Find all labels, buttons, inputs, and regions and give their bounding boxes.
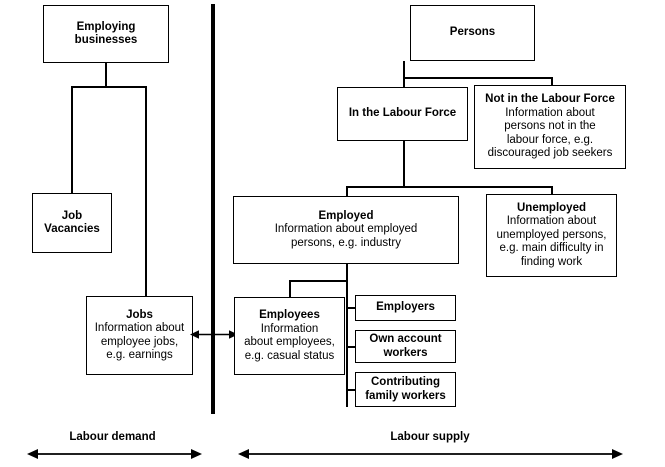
node-jobs[interactable]: Jobs Information about employee jobs, e.…	[86, 296, 193, 375]
connector-employed-to-employees-bar	[289, 280, 347, 282]
connector-employing-businesses-down	[105, 63, 107, 87]
axis-label-labour-demand: Labour demand	[69, 431, 156, 443]
connector-persons-down	[403, 61, 405, 78]
connector-in-labour-force-down	[403, 141, 405, 187]
node-employed[interactable]: Employed Information about employed pers…	[233, 196, 459, 264]
node-not-in-labour-force-description: Information about persons not in the lab…	[487, 106, 613, 160]
node-employed-description: Information about employed persons, e.g.…	[274, 223, 418, 249]
connector-employing-businesses-split	[71, 86, 146, 88]
connector-to-employed	[346, 186, 348, 196]
connector-employed-spine	[346, 264, 348, 407]
node-contributing-family-workers[interactable]: Contributing family workers	[355, 372, 456, 407]
connector-to-job-vacancies	[71, 86, 73, 193]
node-employees-title: Employees	[259, 309, 320, 321]
connector-to-own-account-workers	[346, 346, 356, 348]
node-unemployed-title: Unemployed	[516, 201, 586, 214]
connector-to-unemployed	[551, 186, 553, 194]
node-employees-description: Information about employees, e.g. casual…	[244, 322, 335, 362]
demand-supply-divider	[211, 4, 215, 414]
labour-supply-arrow	[238, 449, 623, 459]
node-job-vacancies[interactable]: Job Vacancies	[32, 193, 112, 253]
node-not-in-labour-force-title: Not in the Labour Force	[485, 93, 615, 106]
connector-to-employees	[289, 280, 291, 297]
node-own-account-workers-title: Own account workers	[369, 333, 442, 359]
node-jobs-description: Information about employee jobs, e.g. ea…	[94, 322, 185, 361]
node-employers[interactable]: Employers	[355, 295, 456, 321]
axis-label-labour-supply: Labour supply	[390, 431, 470, 443]
node-jobs-title: Jobs	[126, 308, 153, 321]
connector-persons-split	[403, 77, 553, 79]
connector-to-in-labour-force	[403, 77, 405, 88]
node-persons-title: Persons	[449, 26, 496, 39]
node-job-vacancies-title: Job Vacancies	[44, 209, 100, 236]
node-employees[interactable]: Employees Information about employees, e…	[234, 297, 345, 375]
connector-to-employers	[346, 307, 356, 309]
connector-to-not-in-labour-force	[551, 77, 553, 86]
node-not-in-labour-force[interactable]: Not in the Labour Force Information abou…	[474, 85, 626, 169]
node-employers-title: Employers	[376, 301, 435, 314]
node-own-account-workers[interactable]: Own account workers	[355, 330, 456, 363]
connector-labour-force-split	[346, 186, 552, 188]
node-employing-businesses-title: Employing businesses	[74, 20, 138, 47]
node-in-labour-force-title: In the Labour Force	[348, 107, 457, 120]
node-persons[interactable]: Persons	[410, 5, 535, 61]
connector-to-jobs	[145, 86, 147, 296]
node-in-labour-force[interactable]: In the Labour Force	[337, 87, 468, 141]
node-unemployed[interactable]: Unemployed Information about unemployed …	[486, 194, 617, 277]
labour-demand-arrow	[27, 449, 202, 459]
node-employing-businesses[interactable]: Employing businesses	[43, 5, 169, 63]
node-contributing-family-workers-title: Contributing family workers	[365, 376, 446, 402]
node-employed-title: Employed	[318, 209, 374, 222]
node-unemployed-description: Information about unemployed persons, e.…	[496, 215, 607, 268]
connector-to-contributing-family-workers	[346, 389, 356, 391]
